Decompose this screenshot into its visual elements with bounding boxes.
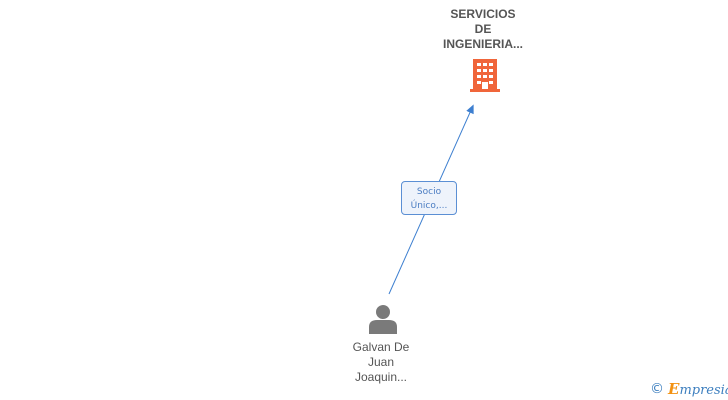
company-name-line-3: INGENIERIA... (442, 37, 523, 51)
brand-logo: Empresia (668, 380, 728, 398)
person-name-line-2: Juan (367, 355, 395, 369)
relation-label-line-1: Socio (416, 187, 442, 197)
person-icon[interactable] (368, 304, 398, 334)
person-name-label[interactable]: Galvan De Juan Joaquin... (331, 340, 431, 385)
brand-logo-initial: E (668, 380, 680, 398)
relation-label-box[interactable]: Socio Único,... (401, 181, 457, 215)
company-name-line-1: SERVICIOS (450, 7, 516, 21)
company-name-line-2: DE (474, 22, 492, 36)
person-name-line-1: Galvan De (352, 340, 410, 354)
brand-logo-rest: mpresia (679, 383, 728, 398)
building-icon[interactable] (469, 58, 501, 92)
company-name-label[interactable]: SERVICIOS DE INGENIERIA... (422, 7, 544, 52)
person-name-line-3: Joaquin... (354, 370, 408, 384)
copyright-symbol: © (650, 381, 664, 397)
relation-label-line-2: Único,... (410, 201, 448, 211)
